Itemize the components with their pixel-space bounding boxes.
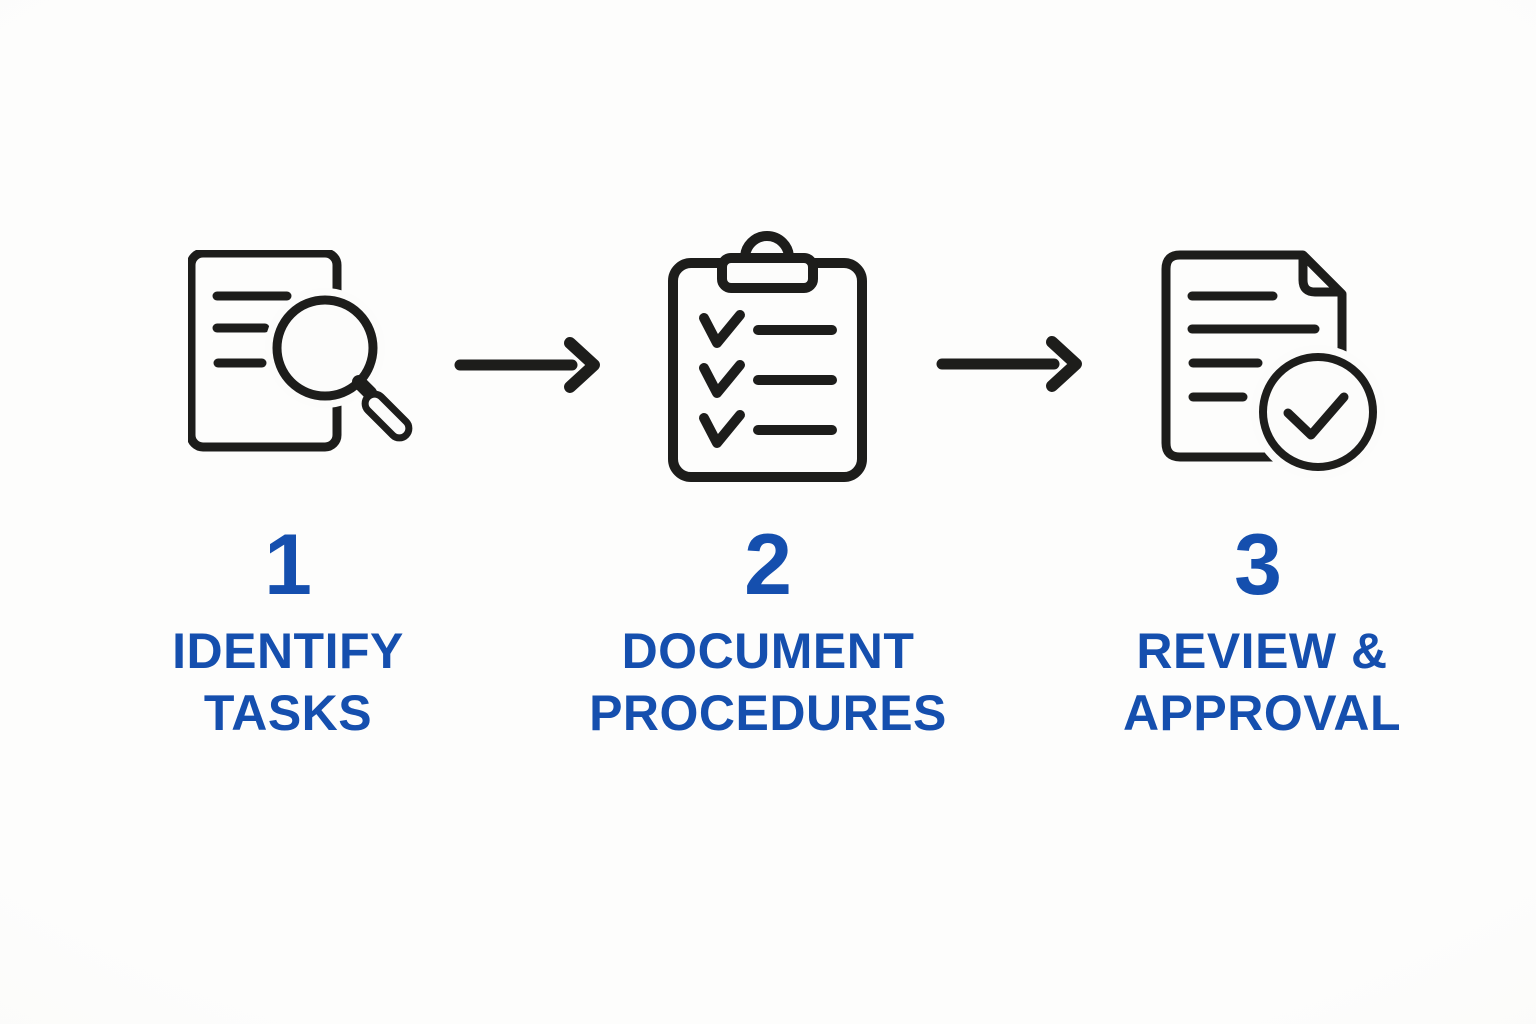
step-1-number: 1 bbox=[264, 517, 312, 613]
step-1-label-line-1: IDENTIFY bbox=[172, 623, 404, 679]
step-3-label-line-2: APPROVAL bbox=[1122, 685, 1402, 741]
step-2-label: DOCUMENT PROCEDURES bbox=[538, 620, 998, 744]
step-2-label-line-1: DOCUMENT bbox=[621, 623, 915, 679]
arrow-right-icon bbox=[936, 336, 1082, 392]
step-1-label: IDENTIFY TASKS bbox=[58, 620, 518, 744]
step-3-label: REVIEW & APPROVAL bbox=[1032, 620, 1492, 744]
step-3-label-line-1: REVIEW & bbox=[1136, 623, 1388, 679]
arrow-right-icon bbox=[454, 337, 600, 393]
step-2-label-line-2: PROCEDURES bbox=[589, 685, 947, 741]
step-3-number: 3 bbox=[1234, 517, 1282, 613]
document-approved-check-icon bbox=[1161, 250, 1385, 478]
step-2-number: 2 bbox=[744, 517, 792, 613]
document-search-icon bbox=[188, 250, 413, 452]
step-1-label-line-2: TASKS bbox=[203, 685, 373, 741]
clipboard-checklist-icon bbox=[668, 231, 867, 482]
